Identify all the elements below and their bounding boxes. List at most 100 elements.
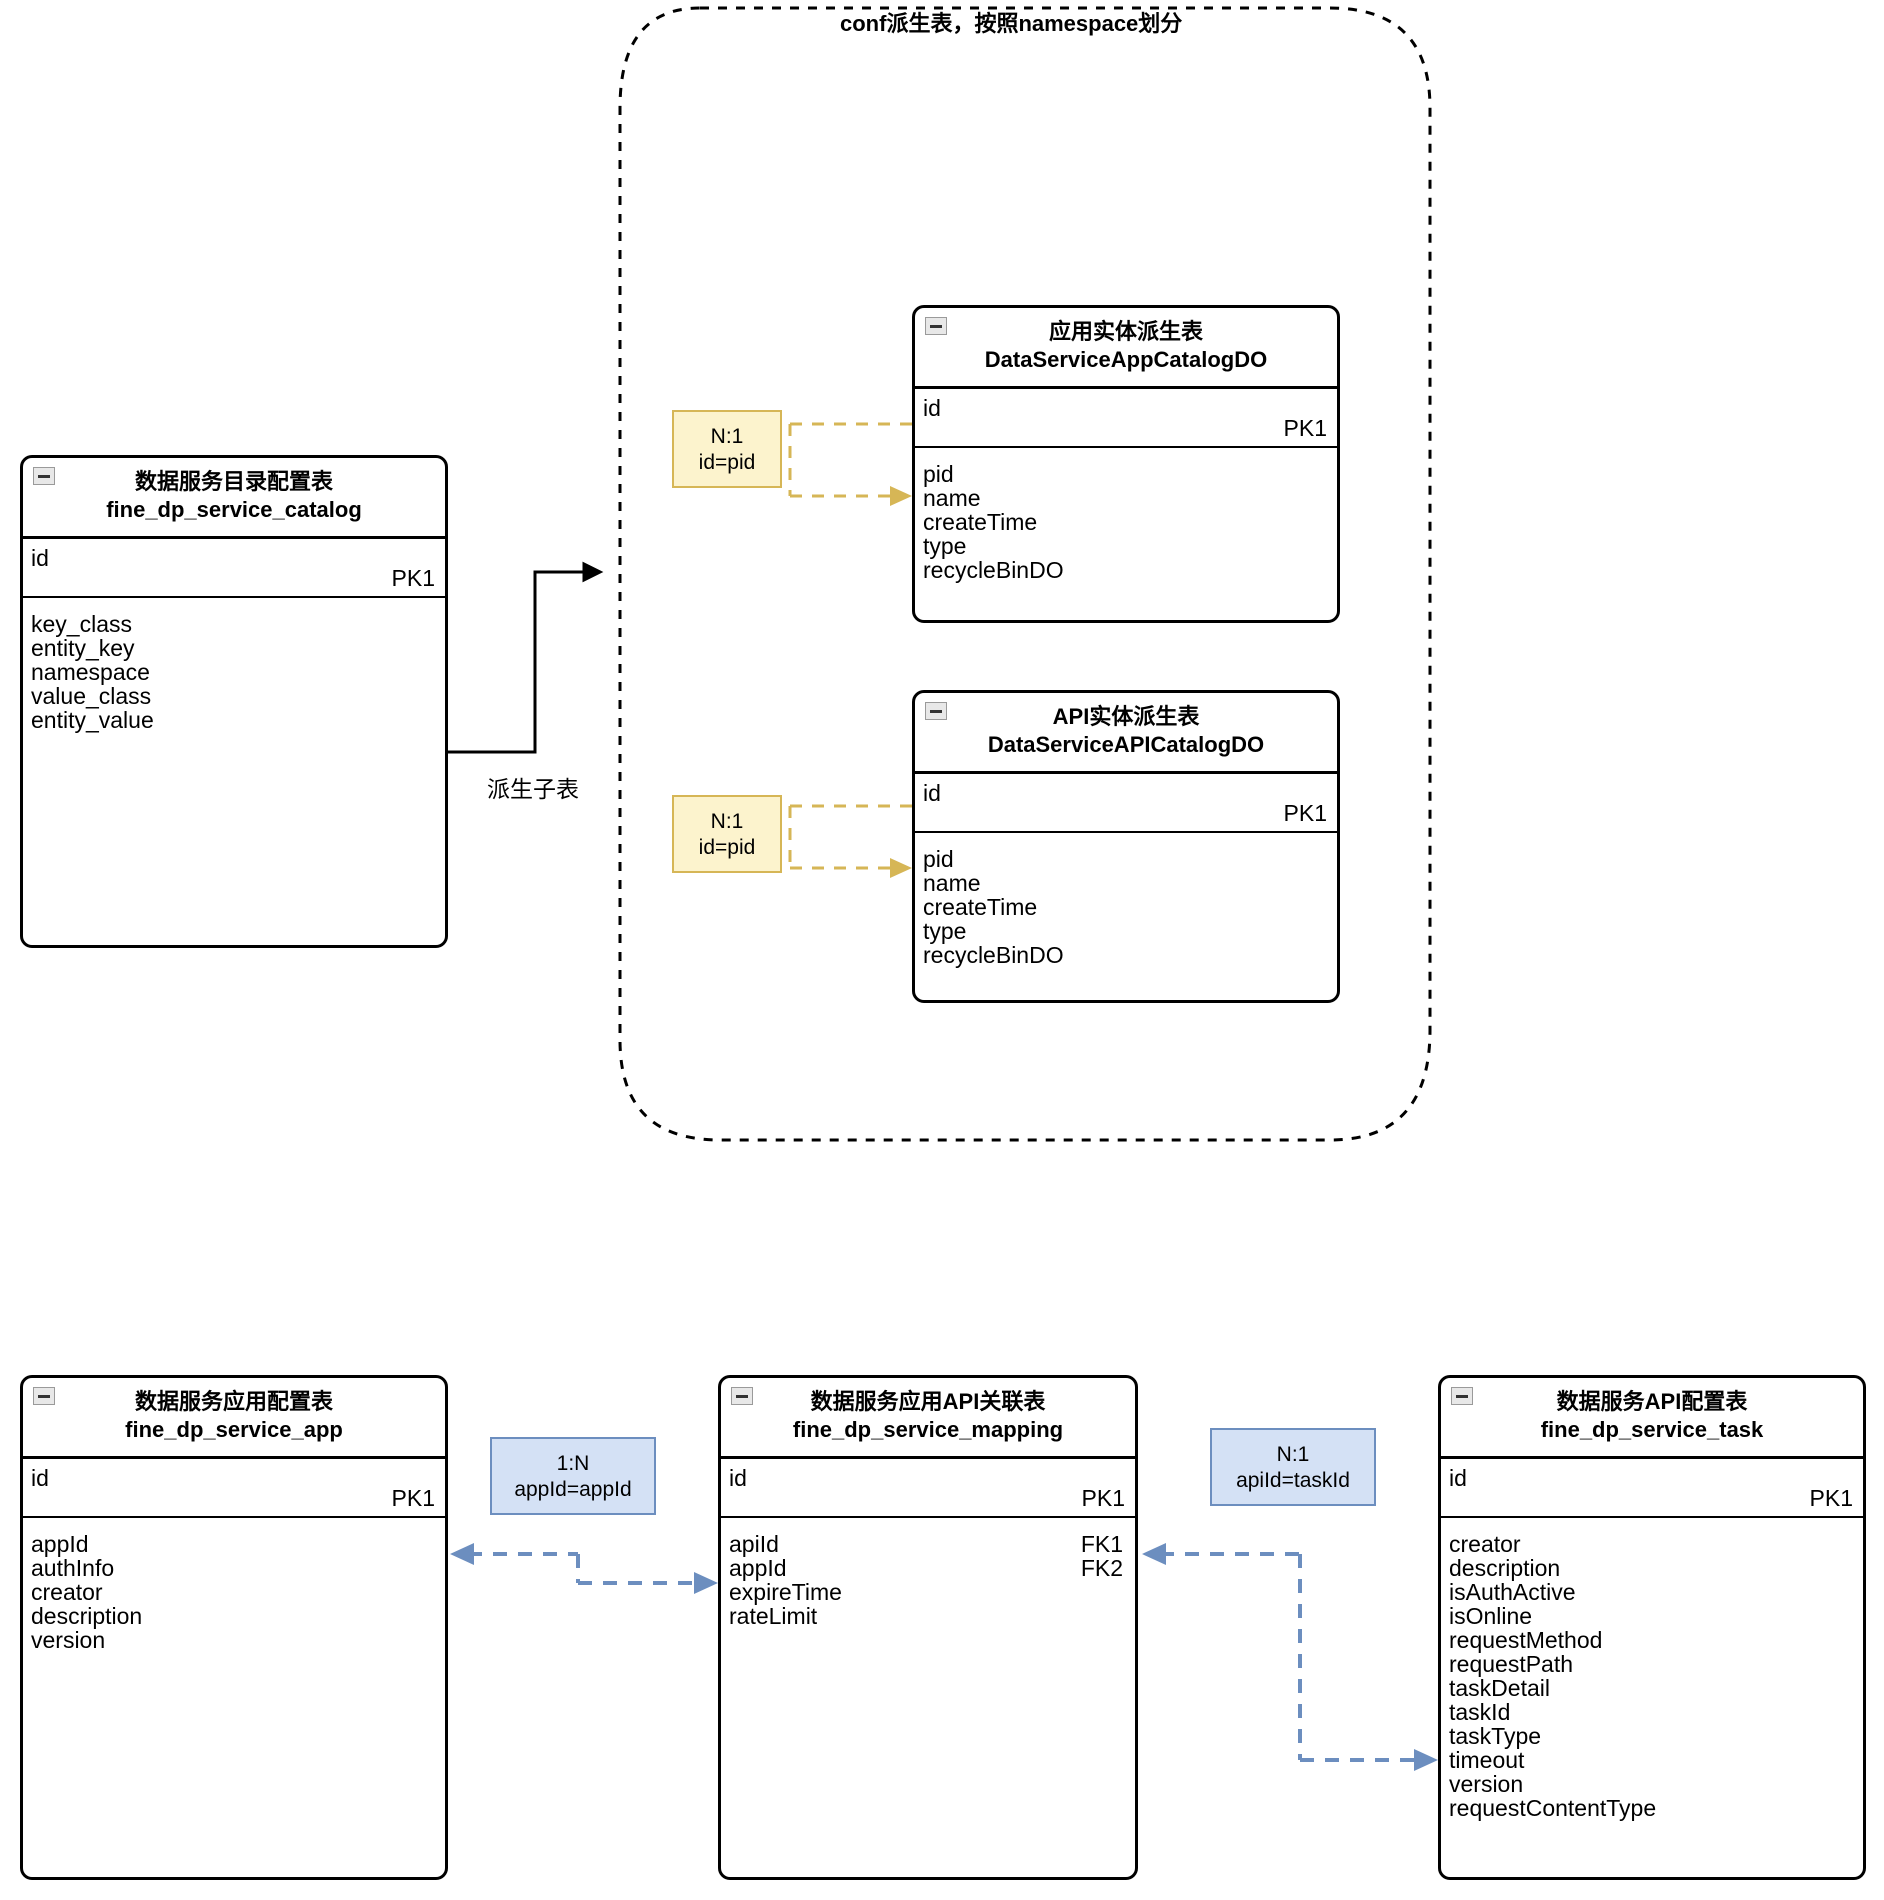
entity-data-service-app-catalog-do[interactable]: 应用实体派生表 DataServiceAppCatalogDO id PK1 p… — [912, 305, 1340, 623]
field-row: description — [31, 1604, 437, 1628]
field-name: authInfo — [31, 1555, 115, 1582]
field-row: createTime — [923, 895, 1329, 919]
collapse-icon[interactable] — [925, 317, 947, 335]
entity-title-cn: 应用实体派生表 — [1048, 319, 1203, 344]
field-row: recycleBinDO — [923, 943, 1329, 967]
entity-fields: pid name createTime type recycleBinDO — [915, 833, 1337, 975]
field-row: appId — [31, 1532, 437, 1556]
entity-fine-dp-service-mapping[interactable]: 数据服务应用API关联表 fine_dp_service_mapping id … — [718, 1375, 1138, 1880]
entity-fields: pid name createTime type recycleBinDO — [915, 448, 1337, 590]
field-key-tag: PK1 — [391, 1485, 435, 1512]
field-row: description — [1449, 1556, 1855, 1580]
field-name: name — [923, 485, 981, 512]
field-row: expireTime — [729, 1580, 1127, 1604]
entity-header: 数据服务应用API关联表 fine_dp_service_mapping — [721, 1378, 1135, 1456]
field-row: apiId FK1 — [729, 1532, 1127, 1556]
field-row: authInfo — [31, 1556, 437, 1580]
field-name: rateLimit — [729, 1603, 818, 1630]
field-key-tag: PK1 — [1809, 1485, 1853, 1512]
field-name: createTime — [923, 894, 1038, 921]
field-name: taskId — [1449, 1699, 1511, 1726]
entity-title-cn: 数据服务API配置表 — [1556, 1389, 1748, 1414]
relation-badge-task-mapping: N:1 apiId=taskId — [1210, 1428, 1376, 1506]
relation-cardinality: 1:N — [556, 1452, 590, 1475]
field-row: requestContentType — [1449, 1796, 1855, 1820]
field-row: rateLimit — [729, 1604, 1127, 1628]
api-relation-arrowhead — [890, 858, 912, 878]
field-name: value_class — [31, 683, 152, 710]
primary-key-row: id PK1 — [915, 771, 1337, 834]
field-key-tag: FK1 — [1080, 1531, 1123, 1558]
entity-title-en: DataServiceAPICatalogDO — [987, 732, 1265, 758]
collapse-icon[interactable] — [33, 1387, 55, 1405]
field-name: id — [923, 780, 941, 807]
field-row: taskDetail — [1449, 1676, 1855, 1700]
field-row: createTime — [923, 510, 1329, 534]
field-row: recycleBinDO — [923, 558, 1329, 582]
field-name: expireTime — [729, 1579, 842, 1606]
entity-fine-dp-service-task[interactable]: 数据服务API配置表 fine_dp_service_task id PK1 c… — [1438, 1375, 1866, 1880]
field-name: id — [31, 1465, 49, 1492]
derive-connector-arrowhead — [582, 561, 604, 583]
field-name: description — [31, 1603, 143, 1630]
primary-key-row: id PK1 — [23, 1456, 445, 1519]
entity-header: 数据服务目录配置表 fine_dp_service_catalog — [23, 458, 445, 536]
entity-header: API实体派生表 DataServiceAPICatalogDO — [915, 693, 1337, 771]
field-name: pid — [923, 461, 954, 488]
task-mapping-upper-arrowhead — [1142, 1543, 1166, 1565]
collapse-icon[interactable] — [925, 702, 947, 720]
field-row: value_class — [31, 684, 437, 708]
entity-header: 应用实体派生表 DataServiceAppCatalogDO — [915, 308, 1337, 386]
field-name: id — [31, 545, 49, 572]
entity-title-cn: 数据服务应用配置表 — [134, 1389, 333, 1414]
entity-title-cn: 数据服务目录配置表 — [134, 469, 333, 494]
field-row: entity_key — [31, 636, 437, 660]
field-name: type — [923, 533, 967, 560]
field-row: pid — [923, 462, 1329, 486]
field-row: creator — [1449, 1532, 1855, 1556]
primary-key-row: id PK1 — [721, 1456, 1135, 1519]
field-row: key_class — [31, 612, 437, 636]
entity-fine-dp-service-app[interactable]: 数据服务应用配置表 fine_dp_service_app id PK1 app… — [20, 1375, 448, 1880]
field-key-tag: FK2 — [1080, 1555, 1123, 1582]
field-name: isOnline — [1449, 1603, 1533, 1630]
relation-join: appId=appId — [514, 1478, 632, 1502]
field-name: version — [31, 1627, 106, 1654]
primary-key-row: id PK1 — [1441, 1456, 1863, 1519]
relation-join: id=pid — [698, 836, 756, 860]
entity-fields: apiId FK1 appId FK2 expireTime rateLimit — [721, 1518, 1135, 1636]
relation-badge-app-mapping: 1:N appId=appId — [490, 1437, 656, 1515]
derive-child-label: 派生子表 — [487, 776, 579, 802]
field-name: id — [1449, 1465, 1467, 1492]
field-row: name — [923, 871, 1329, 895]
app-relation-arrowhead — [890, 486, 912, 506]
field-name: requestPath — [1449, 1651, 1574, 1678]
entity-title-en: DataServiceAppCatalogDO — [984, 347, 1268, 373]
field-name: entity_value — [31, 707, 154, 734]
field-name: description — [1449, 1555, 1561, 1582]
entity-title-en: fine_dp_service_mapping — [792, 1417, 1064, 1443]
field-row: taskId — [1449, 1700, 1855, 1724]
field-row: requestMethod — [1449, 1628, 1855, 1652]
field-name: name — [923, 870, 981, 897]
entity-header: 数据服务API配置表 fine_dp_service_task — [1441, 1378, 1863, 1456]
field-name: key_class — [31, 611, 132, 638]
entity-fine-dp-service-catalog[interactable]: 数据服务目录配置表 fine_dp_service_catalog id PK1… — [20, 455, 448, 948]
field-name: taskDetail — [1449, 1675, 1550, 1702]
entity-data-service-api-catalog-do[interactable]: API实体派生表 DataServiceAPICatalogDO id PK1 … — [912, 690, 1340, 1003]
collapse-icon[interactable] — [731, 1387, 753, 1405]
field-name: apiId — [729, 1531, 779, 1558]
collapse-icon[interactable] — [33, 467, 55, 485]
field-row: version — [31, 1628, 437, 1652]
relation-badge-app-derive: N:1 id=pid — [672, 410, 782, 488]
field-name: requestMethod — [1449, 1627, 1603, 1654]
entity-title-en: fine_dp_service_task — [1540, 1417, 1764, 1443]
field-name: pid — [923, 846, 954, 873]
relation-cardinality: N:1 — [710, 425, 744, 448]
collapse-icon[interactable] — [1451, 1387, 1473, 1405]
field-name: createTime — [923, 509, 1038, 536]
field-row: pid — [923, 847, 1329, 871]
field-name: type — [923, 918, 967, 945]
field-row: creator — [31, 1580, 437, 1604]
field-name: recycleBinDO — [923, 557, 1064, 584]
